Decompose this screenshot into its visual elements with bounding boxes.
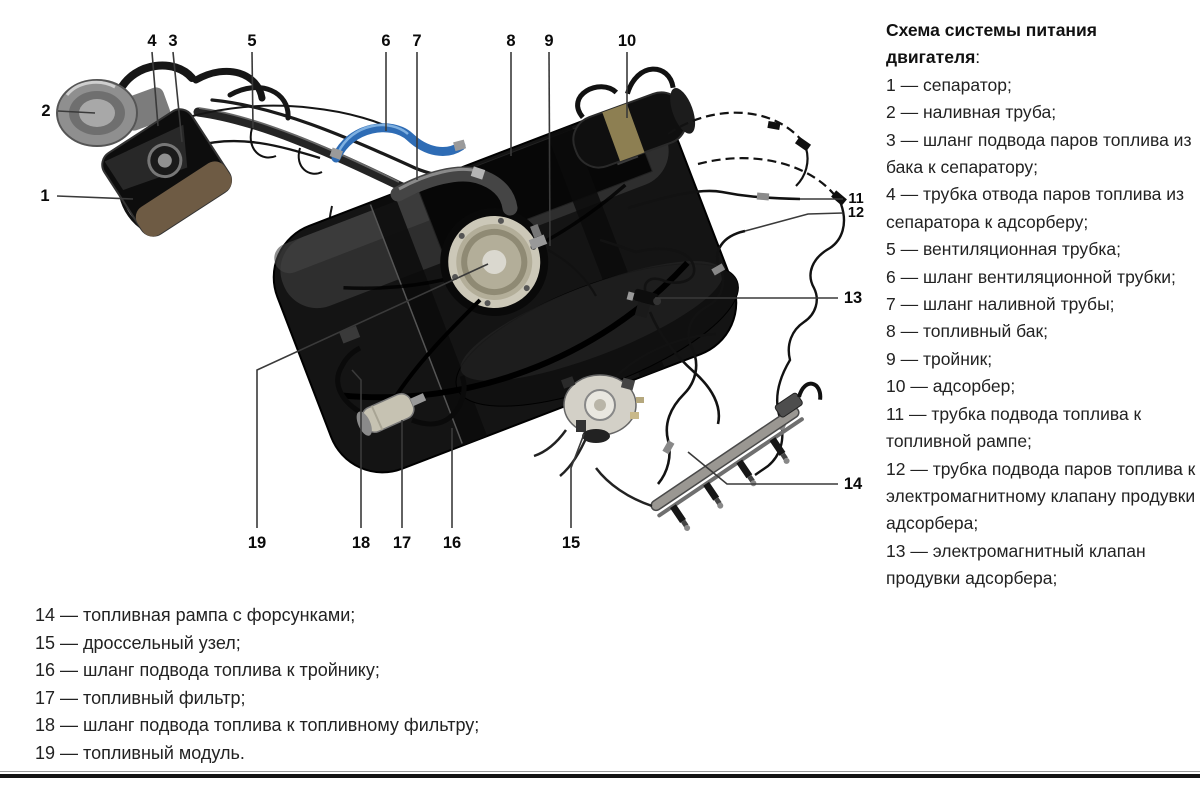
callout-14: 14 — [843, 474, 863, 493]
legend-item: 11 — трубка подвода топлива к топливной … — [886, 403, 1142, 452]
adsorber — [572, 66, 696, 169]
legend-title-text: Схема системы питания двигателя — [886, 20, 1097, 68]
legend-right-list: 1 — сепаратор; 2 — наливная труба; 3 — шла… — [886, 72, 1198, 593]
callout-7: 7 — [412, 31, 422, 50]
legend-item: 2 — наливная труба; — [886, 102, 1057, 123]
purge-valve — [626, 288, 662, 318]
bottom-divider-thin — [0, 771, 1200, 772]
legend-item: 9 — тройник; — [886, 348, 993, 369]
separator — [101, 108, 233, 237]
fuel-system-diagram — [56, 51, 847, 531]
legend-bottom-list: 14 — топливная рампа с форсунками; 15 — д… — [35, 602, 575, 768]
fuel-rail — [650, 381, 823, 531]
leader-lines — [56, 51, 844, 528]
bottom-divider — [0, 774, 1200, 778]
legend-item: 15 — дроссельный узел; — [35, 632, 241, 653]
legend-right: Схема системы питания двигателя: 1 — сеп… — [886, 17, 1198, 593]
legend-item: 7 — шланг наливной трубы; — [886, 294, 1115, 315]
legend-item: 5 — вентиляционная трубка; — [886, 239, 1122, 260]
callout-2: 2 — [41, 101, 51, 120]
legend-item: 10 — адсорбер; — [886, 376, 1016, 397]
legend-item: 8 — топливный бак; — [886, 321, 1049, 342]
callout-12: 12 — [847, 204, 865, 221]
callout-15: 15 — [561, 533, 581, 552]
filter-hoses — [335, 345, 467, 427]
callout-4: 4 — [147, 31, 157, 50]
callout-9: 9 — [544, 31, 554, 50]
callout-10: 10 — [617, 31, 637, 50]
callout-13: 13 — [843, 288, 863, 307]
legend-item: 13 — электромагнитный клапан продувки ад… — [886, 540, 1146, 589]
filler-hose — [390, 166, 518, 216]
legend-item: 12 — трубка подвода паров топлива к элек… — [886, 458, 1196, 534]
callout-3: 3 — [168, 31, 178, 50]
callout-11: 11 — [848, 190, 864, 207]
legend-item: 14 — топливная рампа с форсунками; — [35, 605, 356, 625]
legend-item: 19 — топливный модуль. — [35, 742, 245, 763]
vent-hose — [329, 123, 467, 163]
callout-1: 1 — [40, 186, 50, 205]
legend-item: 6 — шланг вентиляционной трубки; — [886, 266, 1176, 287]
module-to-filter-pipe — [394, 298, 482, 398]
callout-17: 17 — [392, 533, 412, 552]
callout-19: 19 — [247, 533, 267, 552]
legend-item: 3 — шланг подвода паров топлива из бака … — [886, 129, 1192, 178]
rail-to-throttle-line — [595, 467, 653, 508]
legend-title: Схема системы питания двигателя: — [886, 17, 1128, 72]
legend-item: 16 — шланг подвода топлива к тройнику; — [35, 660, 380, 681]
legend-bottom: 14 — топливная рампа с форсунками; 15 — д… — [35, 602, 575, 768]
callout-16: 16 — [442, 533, 462, 552]
filler-cap — [56, 79, 138, 147]
throttle-unit — [533, 374, 644, 477]
callout-18: 18 — [351, 533, 371, 552]
legend-item: 17 — топливный фильтр; — [35, 687, 246, 708]
legend-item: 4 — трубка отвода паров топлива из сепар… — [886, 184, 1185, 232]
callout-6: 6 — [381, 31, 391, 50]
tee-tube — [547, 249, 597, 297]
legend-item: 18 — шланг подвода топлива к топливному … — [35, 715, 480, 736]
legend-item: 1 — сепаратор; — [886, 74, 1012, 95]
callout-5: 5 — [247, 31, 257, 50]
legend-title-colon: : — [975, 47, 981, 68]
fuel-module-flange — [440, 207, 549, 316]
callout-8: 8 — [506, 31, 516, 50]
